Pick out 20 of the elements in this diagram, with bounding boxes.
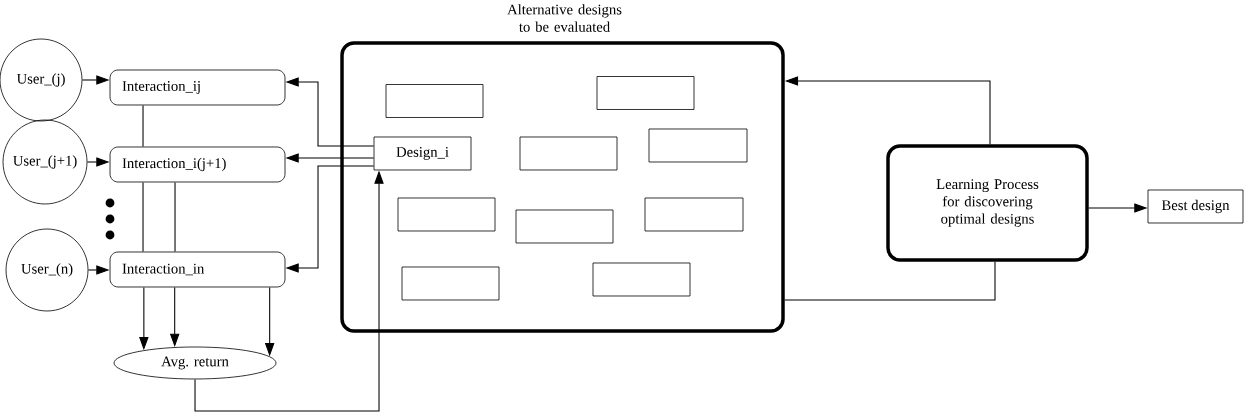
connector-line (142, 104, 144, 148)
connector-line (142, 181, 144, 253)
design-box (385, 84, 484, 118)
output-box: Best design (1147, 189, 1244, 224)
design-box (401, 266, 500, 301)
design-box (515, 209, 614, 244)
design-box (519, 136, 618, 171)
learning-box: Learning Process for discovering optimal designs (886, 144, 1089, 262)
interaction-box: Interaction_ij (109, 69, 286, 106)
interaction-box: Interaction_in (109, 251, 286, 288)
connector-line (174, 181, 176, 253)
design-box (592, 262, 691, 297)
heading: Alternative designs to be evaluated (507, 4, 622, 32)
interaction-box: Interaction_i(j+1) (109, 146, 286, 183)
connector-line (784, 261, 996, 301)
design-box (648, 128, 748, 163)
design-box: Design_i (373, 136, 472, 171)
design-box (596, 76, 695, 110)
design-box (397, 197, 496, 232)
design-box (644, 197, 744, 232)
